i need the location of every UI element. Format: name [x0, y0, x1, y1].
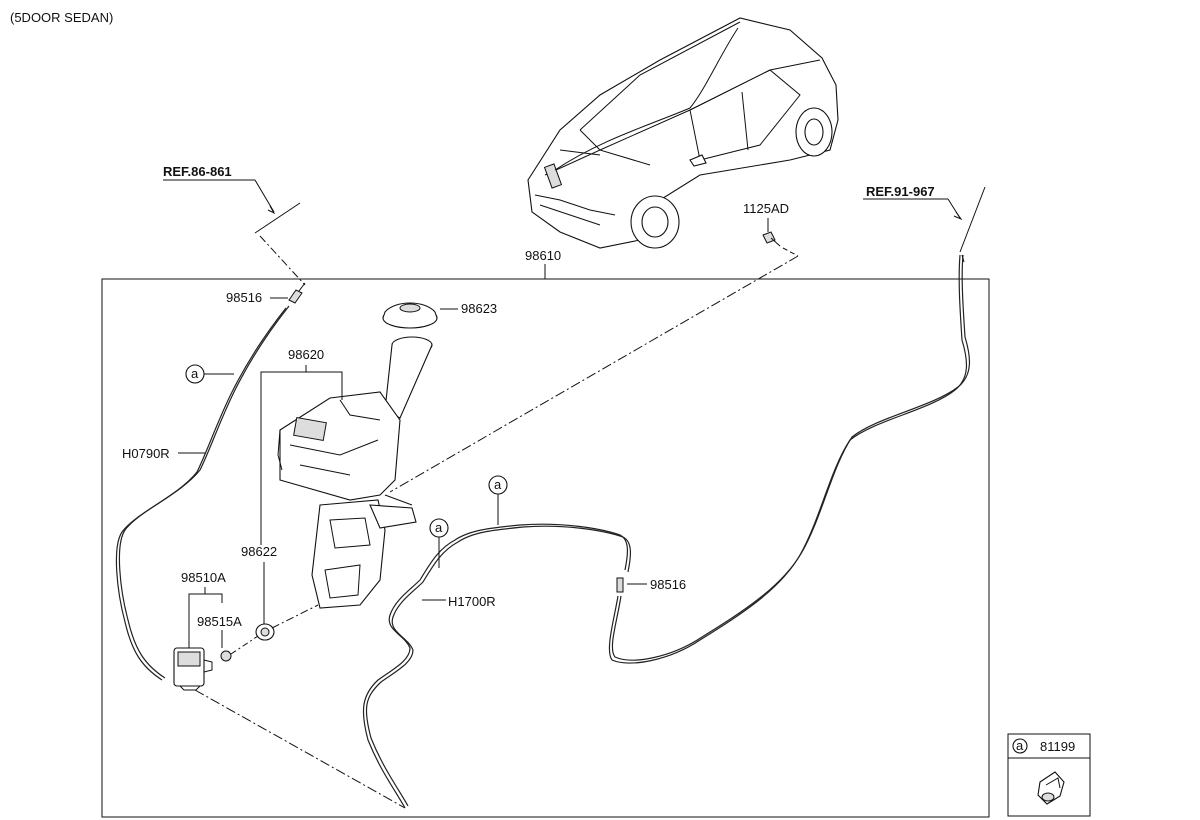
- reservoir-icon: [277, 336, 433, 609]
- label-98516-left: 98516: [226, 290, 262, 305]
- callout-a-right: a: [488, 475, 508, 525]
- label-h0790r: H0790R: [122, 446, 170, 461]
- connector-right-icon: [616, 577, 624, 593]
- label-98510a: 98510A: [181, 570, 226, 585]
- pump-icon: [173, 647, 213, 691]
- grommet-icon: [255, 623, 275, 641]
- hose-h1700r: [362, 523, 628, 809]
- svg-text:a: a: [435, 520, 443, 535]
- hose-long-right: [608, 254, 967, 664]
- label-98620: 98620: [288, 347, 324, 362]
- label-98516-right: 98516: [650, 577, 686, 592]
- clip-icon: [1037, 771, 1065, 805]
- legend-box: a 81199: [1007, 733, 1091, 817]
- connector-left-icon: [288, 282, 306, 304]
- legend-part-no: 81199: [1040, 739, 1075, 754]
- label-1125ad: 1125AD: [743, 201, 789, 216]
- label-98610: 98610: [525, 248, 561, 263]
- filter-icon: [220, 650, 232, 662]
- assembly-frame: [101, 278, 990, 818]
- ref-91-967: REF.91-967: [866, 184, 935, 199]
- legend-marker: a: [1016, 738, 1024, 753]
- ref-86-861: REF.86-861: [163, 164, 232, 179]
- label-98623: 98623: [461, 301, 497, 316]
- label-98515a: 98515A: [197, 614, 242, 629]
- callout-a-middle: a: [429, 518, 449, 568]
- car-illustration: [527, 17, 839, 249]
- svg-text:a: a: [494, 477, 502, 492]
- bolt-icon: [762, 231, 781, 247]
- svg-text:a: a: [191, 366, 199, 381]
- label-h1700r: H1700R: [448, 594, 496, 609]
- label-98622: 98622: [241, 544, 277, 559]
- callout-a-left: a: [185, 364, 234, 384]
- cap-icon: [382, 302, 438, 329]
- variant-label: (5DOOR SEDAN): [10, 10, 113, 25]
